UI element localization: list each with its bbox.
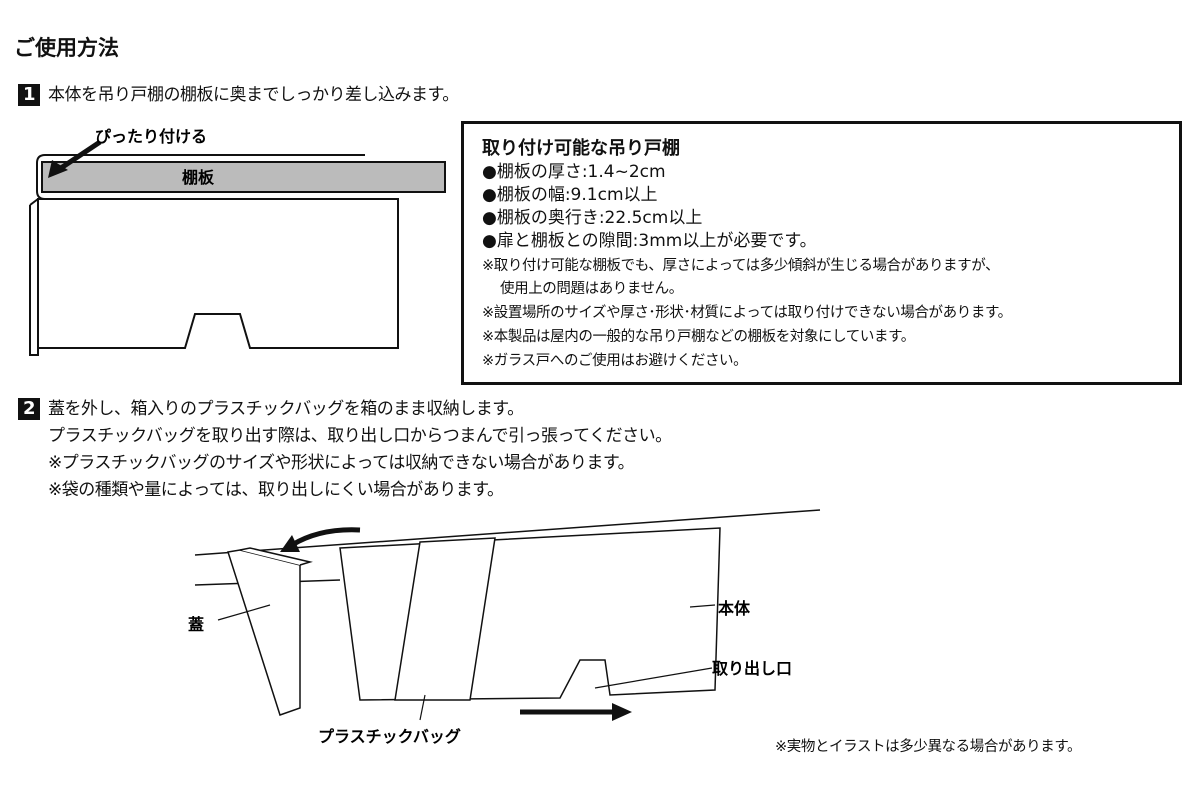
shelf-label: 棚板	[182, 168, 215, 187]
holder-body	[29, 198, 399, 356]
opening-label: 取り出し口	[712, 659, 792, 678]
spec-note: ※本製品は屋内の一般的な吊り戸棚などの棚板を対象にしています。	[482, 329, 915, 345]
step-1-illustration: ぴったり付ける 棚板	[29, 127, 446, 356]
lid	[227, 549, 301, 716]
spec-note: ※取り付け可能な棚板でも、厚さによっては多少傾斜が生じる場合がありますが、	[482, 258, 1000, 274]
spec-note: ※設置場所のサイズや厚さ･形状･材質によっては取り付けできない場合があります。	[482, 305, 1012, 321]
spec-bullet: ●棚板の幅:9.1cm以上	[482, 185, 658, 205]
footnote: ※実物とイラストは多少異なる場合があります。	[775, 739, 1082, 755]
step-2-line: ※プラスチックバッグのサイズや形状によっては収納できない場合があります。	[48, 453, 635, 473]
bag-label: プラスチックバッグ	[318, 727, 461, 746]
step-number-badge: 2	[18, 398, 40, 420]
plastic-bag-box	[394, 537, 496, 701]
shelf-board	[41, 161, 446, 193]
main-body	[339, 527, 721, 701]
spec-bullet: ●棚板の厚さ:1.4~2cm	[482, 162, 666, 182]
step-number-badge: 1	[18, 84, 40, 106]
step-2-line: ※袋の種類や量によっては、取り出しにくい場合があります。	[48, 480, 504, 500]
lid-label: 蓋	[188, 615, 204, 634]
spec-note: 使用上の問題はありません。	[500, 281, 683, 297]
spec-bullet: ●棚板の奥行き:22.5cm以上	[482, 208, 703, 228]
page-title: ご使用方法	[14, 36, 119, 60]
spec-heading: 取り付け可能な吊り戸棚	[482, 138, 680, 159]
step-1-text: 本体を吊り戸棚の棚板に奥までしっかり差し込みます。	[48, 85, 459, 105]
callout-label: ぴったり付ける	[95, 127, 207, 146]
step-2-line: 蓋を外し、箱入りのプラスチックバッグを箱のまま収納します。	[48, 399, 524, 419]
step-2-line: プラスチックバッグを取り出す際は、取り出し口からつまんで引っ張ってください。	[48, 426, 672, 446]
rotate-arrow-icon	[290, 527, 361, 548]
arrow-icon	[56, 139, 102, 173]
step-1: 1 本体を吊り戸棚の棚板に奥までしっかり差し込みます。	[18, 80, 459, 106]
body-label: 本体	[718, 599, 751, 618]
spec-box: 取り付け可能な吊り戸棚 ●棚板の厚さ:1.4~2cm ●棚板の幅:9.1cm以上…	[461, 121, 1182, 385]
step-2: 2 蓋を外し、箱入りのプラスチックバッグを箱のまま収納します。 プラスチックバッグ…	[18, 396, 672, 504]
spec-bullet: ●扉と棚板との隙間:3mm以上が必要です。	[482, 231, 817, 251]
spec-note: ※ガラス戸へのご使用はお避けください。	[482, 353, 748, 369]
